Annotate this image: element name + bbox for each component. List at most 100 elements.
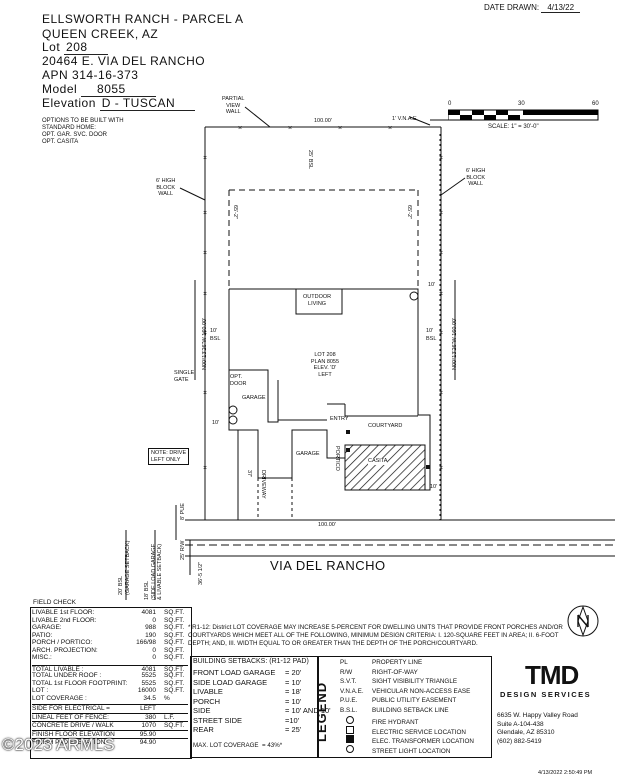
company-name: DESIGN SERVICES [500, 690, 592, 699]
area-table [30, 607, 192, 759]
legend-symbol: P.U.E. [340, 697, 358, 704]
dim-65-left: 65'-2" [232, 205, 238, 220]
area-value: 5525 [141, 672, 156, 679]
svg-text:×: × [203, 390, 207, 397]
date-drawn: DATE DRAWN: 4/13/22 [484, 3, 581, 13]
side-load-setback-note: 18' BSL(SIDE LOAD GARAGE& LIVABLE SETBAC… [144, 543, 163, 600]
lot-value: 208 [64, 40, 108, 55]
apn-value: 314-16-373 [72, 68, 139, 82]
area-unit: SQ.FT. [164, 687, 185, 694]
street-name: VIA DEL RANCHO [270, 558, 386, 573]
area-unit: SQ.FT. [164, 722, 185, 729]
elevation-value: D - TUSCAN [99, 96, 196, 111]
area-unit: SQ.FT. [164, 679, 185, 687]
rear-bsl: 25' BSL [307, 150, 313, 170]
setback-label: LIVABLE [193, 687, 223, 696]
area-value: 0 [152, 646, 156, 654]
north-arrow-icon [567, 605, 599, 637]
area-value: 5525 [141, 679, 156, 687]
opt-door-label: OPT.DOOR [230, 374, 247, 387]
area-label: FINISH FLOOR ELEVATION [32, 730, 115, 738]
options-line: OPT. GAR. SVC. DOOR [42, 132, 108, 138]
legend-text: SIGHT VISIBILITY TRIANGLE [372, 678, 458, 685]
svg-text:×: × [203, 155, 207, 162]
legend-row: ELECTRIC SERVICE LOCATION [340, 725, 466, 736]
setback-label: SIDE [193, 706, 211, 715]
area-label: LIVABLE 2nd FLOOR: [32, 616, 97, 624]
legend-text: ELEC. TRANSFORMER LOCATION [372, 738, 474, 745]
area-unit: SQ.FT. [164, 646, 185, 654]
setback-label: SIDE LOAD GARAGE [193, 677, 268, 687]
area-label: SIDE FOR ELECTRICAL = [32, 705, 110, 712]
setback-row: SIDE LOAD GARAGE= 10' [193, 677, 301, 687]
setbacks-title: BUILDING SETBACKS: (R1-12 PAD) [193, 658, 309, 665]
area-value: 0 [152, 654, 156, 661]
options-line: STANDARD HOME: [42, 125, 96, 131]
legend-symbol: R/W [340, 668, 353, 676]
setback-value: = 20' [285, 668, 302, 677]
electric-icon [346, 735, 354, 743]
area-label: LINEAL FEET OF FENCE: [32, 713, 109, 721]
model-label: Model [42, 82, 78, 96]
legend-symbol: B.S.L. [340, 706, 358, 714]
svg-text:×: × [238, 125, 242, 132]
legend-text: ELECTRIC SERVICE LOCATION [372, 728, 466, 736]
apn-label: APN [42, 68, 69, 82]
dim-65-right: 65'-2" [406, 205, 412, 220]
svg-text:×: × [439, 390, 443, 397]
area-unit: SQ.FT. [164, 624, 185, 631]
area-label: LOT COVERAGE : [32, 694, 87, 702]
rear-dimension: 100.00' [314, 118, 332, 124]
driveway-label: DRIVEWAY [260, 470, 266, 499]
setback-row: REAR= 25' [193, 725, 301, 734]
area-label: LIVABLE 1st FLOOR: [32, 609, 95, 616]
side-setback-left: 10' [210, 328, 218, 334]
legend-row: STREET LIGHT LOCATION [340, 744, 450, 755]
legend-row: V.N.A.E.VEHICULAR NON-ACCESS EASE [340, 688, 470, 695]
svg-text:×: × [288, 125, 292, 132]
setback-row: STREET SIDE=10' [193, 715, 299, 725]
legend-text: RIGHT-OF-WAY [372, 668, 418, 676]
area-unit: SQ.FT. [164, 616, 185, 624]
area-unit: % [164, 694, 170, 702]
area-unit: SQ.FT. [164, 639, 185, 646]
area-row: LOT COVERAGE :34.5% [32, 695, 188, 702]
svg-text:×: × [203, 291, 207, 298]
legend-symbol: PL [340, 659, 348, 666]
side-setback-right: 10' [426, 328, 434, 334]
legend-symbol: S.V.T. [340, 678, 357, 685]
legend-symbol [340, 716, 372, 724]
legend-symbol [340, 725, 372, 734]
portico-label: PORTICO [334, 446, 340, 471]
area-label: LOT : [32, 687, 49, 694]
setback-row: LIVABLE= 18' [193, 687, 301, 696]
courtyard-label: COURTYARD [368, 423, 403, 429]
area-value: 1070 [141, 722, 156, 729]
area-unit: SQ.FT. [164, 631, 185, 639]
left-setback-low: 10' [212, 420, 220, 426]
setback-row: PORCH= 10' [193, 697, 301, 706]
legend-row: B.S.L.BUILDING SETBACK LINE [340, 707, 449, 714]
elevation-label: Elevation [42, 96, 96, 110]
drive-dimension: 37' [246, 470, 252, 478]
right-setback-low: 10' [430, 484, 438, 490]
street-light-icon [346, 744, 354, 753]
field-check: FIELD CHECK [33, 599, 76, 606]
lot: Lot 208 [42, 40, 108, 55]
scale-label: SCALE: 1" = 30'-0" [488, 124, 539, 130]
garage-label: GARAGE [242, 395, 266, 401]
setback-label: STREET SIDE [193, 715, 243, 725]
svg-text:×: × [203, 465, 207, 472]
area-unit: SQ.FT. [164, 654, 185, 661]
options-line: OPTIONS TO BE BUILT WITH [42, 118, 124, 124]
